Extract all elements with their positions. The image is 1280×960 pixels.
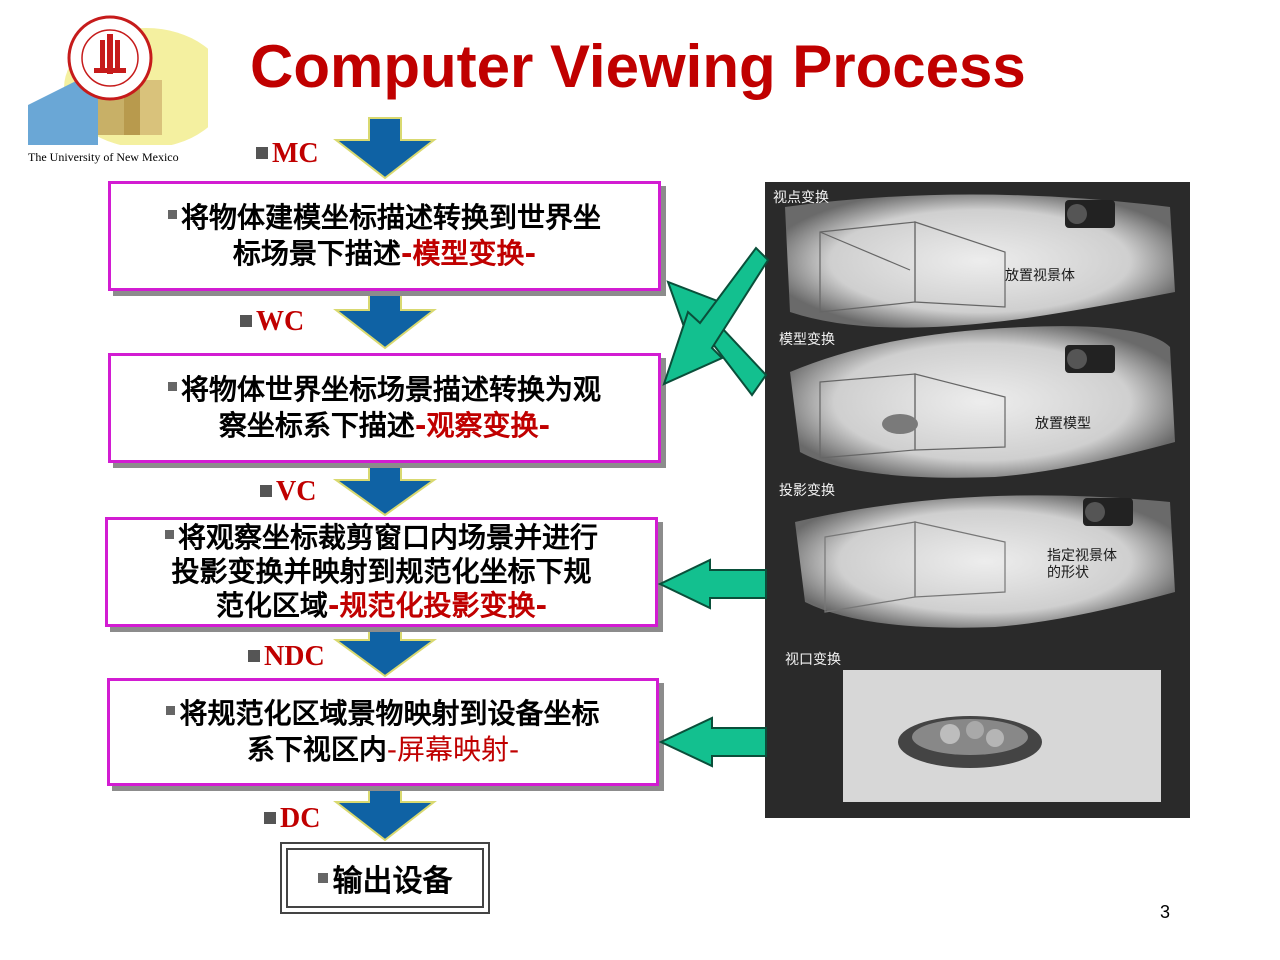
bullet (167, 210, 177, 219)
step-3-line-3: 范化区域 (215, 589, 328, 622)
green-arrow-left-2 (658, 716, 767, 768)
step-box-projection-transform: 将观察坐标裁剪窗口内场景并进行投影变换并映射到规范化坐标下规范化区域-规范化投影… (105, 517, 658, 627)
bullet (167, 382, 177, 391)
output-device-inner: 输出设备 (286, 848, 484, 908)
step-3-line-2: 投影变换并映射到规范化坐标下规 (171, 555, 592, 588)
step-box-view-transform: 将物体世界坐标场景描述转换为观察坐标系下描述-观察变换- (108, 353, 661, 463)
green-cross-arrow-down (662, 246, 770, 386)
viewing-pipeline-photo: 视点变换 放置视景体 模型变换 放置模型 投影变换 指定视景体 的形状 视口变换 (765, 182, 1190, 818)
panel-3-caption-1: 指定视景体 (1047, 548, 1117, 564)
university-logo (28, 10, 228, 148)
panel-2-title: 模型变换 (779, 331, 835, 348)
step-1-highlight: -模型变换- (400, 237, 537, 270)
panel-3-caption-2: 的形状 (1047, 565, 1089, 581)
step-1-line-1: 将物体建模坐标描述转换到世界坐 (180, 201, 601, 234)
label-ndc-text: NDC (264, 641, 325, 672)
step-box-screen-mapping: 将规范化区域景物映射到设备坐标系下视区内-屏幕映射- (107, 678, 659, 786)
university-name: The University of New Mexico (28, 150, 179, 164)
step-4-highlight: -屏幕映射- (386, 733, 520, 766)
step-2-highlight: -观察变换- (414, 409, 551, 442)
panel-4-title: 视口变换 (785, 651, 841, 668)
bullet (256, 147, 268, 159)
step-2-line-2: 察坐标系下描述 (218, 409, 415, 442)
step-3-highlight: -规范化投影变换- (327, 589, 548, 622)
bullet (164, 530, 174, 539)
label-ndc: NDC (248, 641, 325, 673)
bullet (317, 873, 328, 883)
bullet (240, 315, 252, 327)
bullet (260, 485, 272, 497)
step-4-line-1: 将规范化区域景物映射到设备坐标 (179, 697, 600, 730)
flow-arrow-4 (332, 627, 438, 678)
page-number: 3 (1160, 902, 1171, 922)
step-4-line-2: 系下视区内 (246, 733, 387, 766)
output-device-label: 输出设备 (332, 864, 453, 899)
label-dc-text: DC (280, 803, 321, 834)
green-arrow-left-1 (657, 558, 767, 610)
label-vc: VC (260, 476, 316, 508)
bullet (166, 706, 176, 715)
flow-arrow-2 (333, 289, 437, 350)
bullet (264, 812, 276, 824)
step-3-line-1: 将观察坐标裁剪窗口内场景并进行 (177, 521, 598, 554)
flow-arrow-1 (333, 117, 437, 180)
step-1-line-2: 标场景下描述 (232, 237, 401, 270)
label-vc-text: VC (276, 476, 317, 507)
panel-1-caption: 放置视景体 (1005, 268, 1075, 284)
step-2-line-1: 将物体世界坐标场景描述转换为观 (180, 373, 601, 406)
step-box-model-transform: 将物体建模坐标描述转换到世界坐标场景下描述-模型变换- (108, 181, 661, 291)
bullet (248, 650, 260, 662)
panel-1-title: 视点变换 (773, 189, 829, 206)
label-mc-text: MC (272, 138, 319, 169)
slide-title: Computer Viewing Process (250, 33, 1026, 100)
label-dc: DC (264, 803, 320, 835)
flow-arrow-3 (332, 461, 438, 517)
output-device-box: 输出设备 (280, 842, 490, 914)
label-wc: WC (240, 306, 304, 338)
label-wc-text: WC (256, 306, 305, 337)
flow-arrow-5 (333, 789, 437, 842)
label-mc: MC (256, 138, 319, 170)
panel-2-caption: 放置模型 (1035, 416, 1091, 432)
panel-3-title: 投影变换 (779, 482, 835, 499)
